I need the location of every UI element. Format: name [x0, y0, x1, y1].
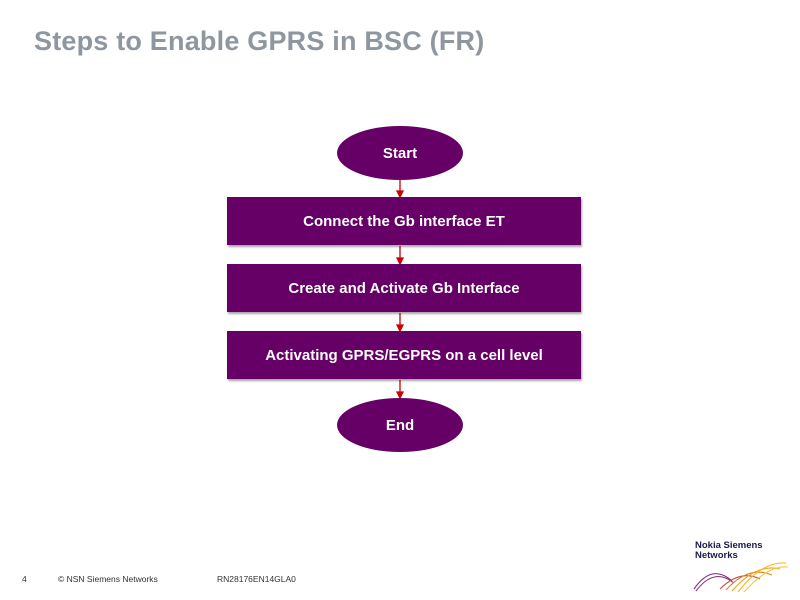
step-label: Activating GPRS/EGPRS on a cell level [265, 346, 543, 364]
logo-wordmark: Nokia Siemens Networks [695, 541, 763, 561]
end-label: End [385, 416, 415, 434]
flow-start-node: Start [337, 126, 463, 180]
step-label: Connect the Gb interface ET [303, 212, 505, 230]
company-logo: Nokia Siemens Networks [690, 541, 790, 593]
footer-copyright: © NSN Siemens Networks [58, 574, 158, 584]
flow-step-3: Activating GPRS/EGPRS on a cell level [227, 331, 581, 379]
flow-end-node: End [337, 398, 463, 452]
footer-doc-code: RN28176EN14GLA0 [217, 574, 296, 584]
page-title: Steps to Enable GPRS in BSC (FR) [34, 26, 485, 56]
flow-step-2: Create and Activate Gb Interface [227, 264, 581, 312]
logo-line-1: Nokia Siemens [695, 540, 763, 551]
flow-step-1: Connect the Gb interface ET [227, 197, 581, 245]
logo-swoosh-icon [693, 562, 789, 593]
footer-page-number: 4 [22, 574, 27, 584]
step-label: Create and Activate Gb Interface [288, 279, 520, 297]
logo-line-2: Networks [695, 550, 738, 561]
start-label: Start [382, 144, 418, 162]
